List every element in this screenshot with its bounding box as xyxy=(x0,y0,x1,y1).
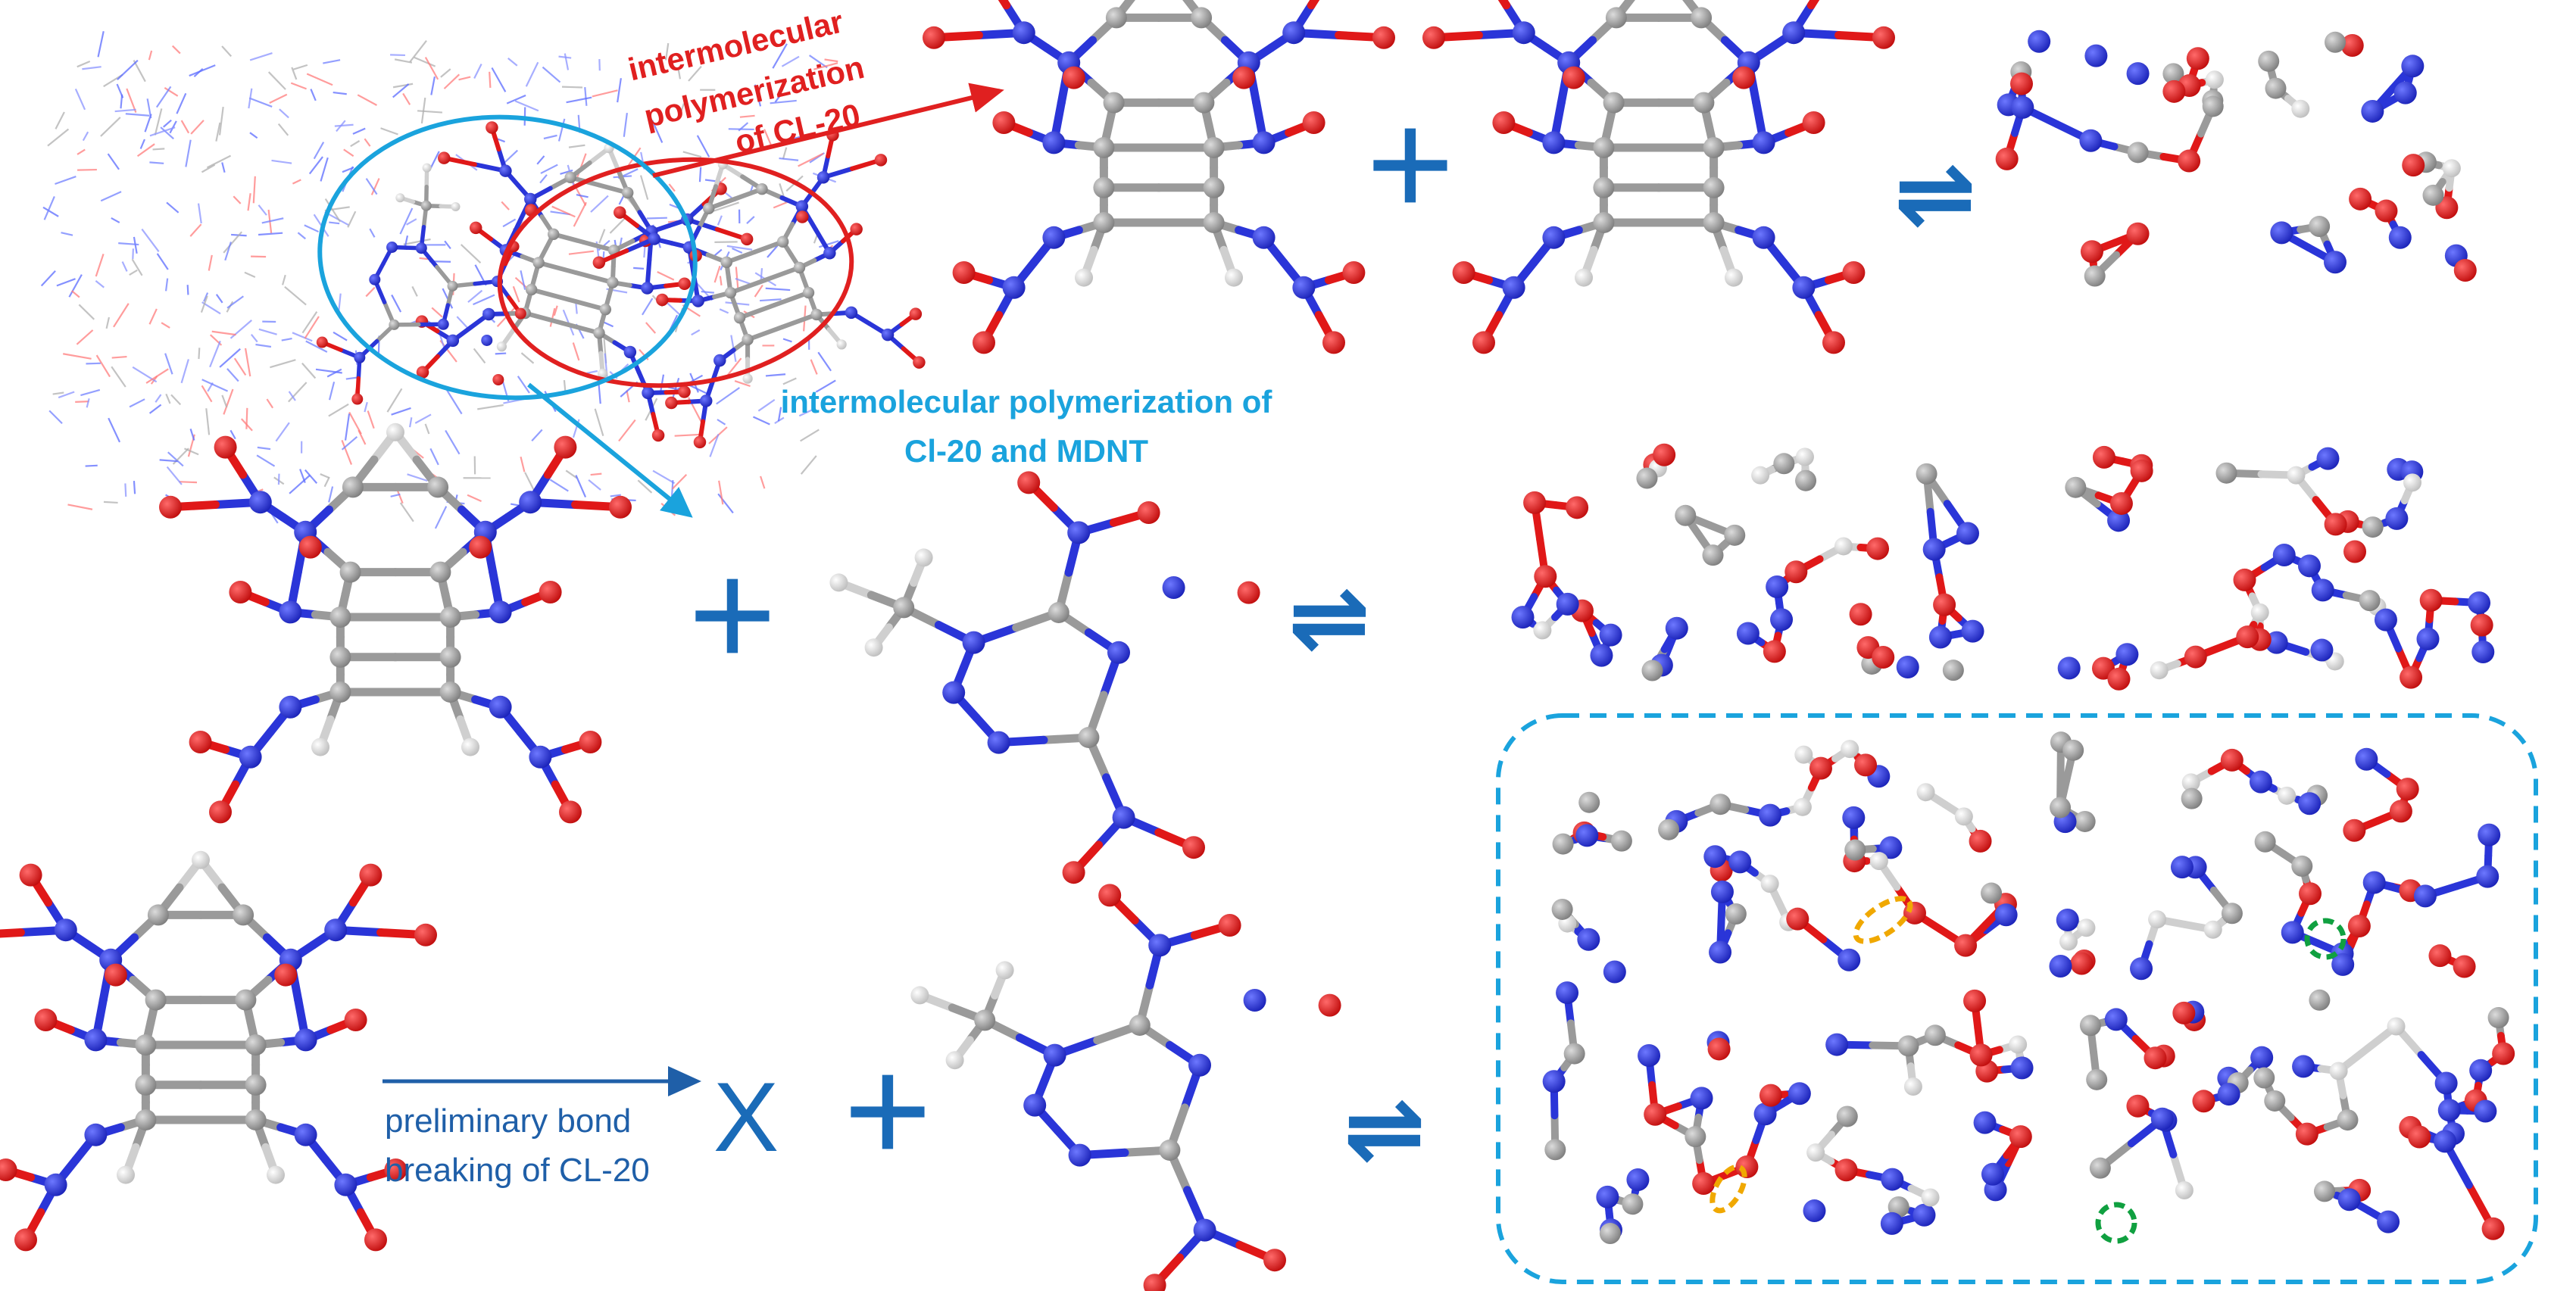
boxed-product-1 xyxy=(1551,740,2018,984)
arrow-to-mdnt-polymerization xyxy=(527,382,693,518)
crystal-mdnt-highlight xyxy=(316,163,526,405)
cl20-molecule-row3 xyxy=(0,850,437,1252)
cl20-dimer-product-row1 xyxy=(1995,30,2477,287)
equilibrium-arrow-row1: ⇌ xyxy=(1894,136,1977,251)
plus-sign-row3: + xyxy=(844,1026,932,1195)
products-dashed-box xyxy=(1496,713,2538,1284)
equilibrium-arrow-row2: ⇌ xyxy=(1288,560,1371,675)
boxed-product-3 xyxy=(1542,981,2034,1245)
green-bond-marker-1 xyxy=(2304,918,2347,960)
equilibrium-arrow-row3: ⇌ xyxy=(1344,1071,1426,1186)
cl20-molecule-row1-a xyxy=(923,0,1395,354)
mdnt-polymerization-label-line1: intermolecular polymerization of xyxy=(781,384,1273,419)
bond-breaking-label-line1: preliminary bond xyxy=(385,1102,631,1140)
cl20-mdnt-ellipse xyxy=(317,114,698,401)
plus-sign-row2: + xyxy=(688,530,777,699)
crystal-lattice-icon xyxy=(40,31,926,529)
orange-bond-marker-1 xyxy=(1853,896,1913,944)
cl20-mdnt-product-row2-a xyxy=(1511,443,1984,681)
green-bond-marker-2 xyxy=(2095,1202,2137,1244)
boxed-product-4 xyxy=(2079,989,2515,1240)
x-fragment-symbol: X xyxy=(713,1062,779,1172)
cl20-cl20-ellipse xyxy=(497,157,854,388)
cl20-mdnt-product-row2-b xyxy=(2057,445,2495,691)
orange-bond-marker-2 xyxy=(1710,1164,1747,1214)
arrow-to-cl20-polymerization xyxy=(652,83,1004,178)
mdnt-molecule-row3 xyxy=(910,884,1341,1291)
bond-breaking-label-line2: breaking of CL-20 xyxy=(385,1152,650,1189)
mdnt-polymerization-label-line2: Cl-20 and MDNT xyxy=(904,433,1148,469)
molecules-layer xyxy=(0,0,2515,1291)
plus-sign-row1: + xyxy=(1366,80,1455,248)
boxed-product-2 xyxy=(2049,731,2501,981)
cl20-molecule-row2 xyxy=(159,423,632,824)
mdnt-molecule-row2 xyxy=(829,471,1260,884)
bond-site-markers xyxy=(1710,896,2347,1244)
cl20-molecule-row1-b xyxy=(1422,0,1895,354)
